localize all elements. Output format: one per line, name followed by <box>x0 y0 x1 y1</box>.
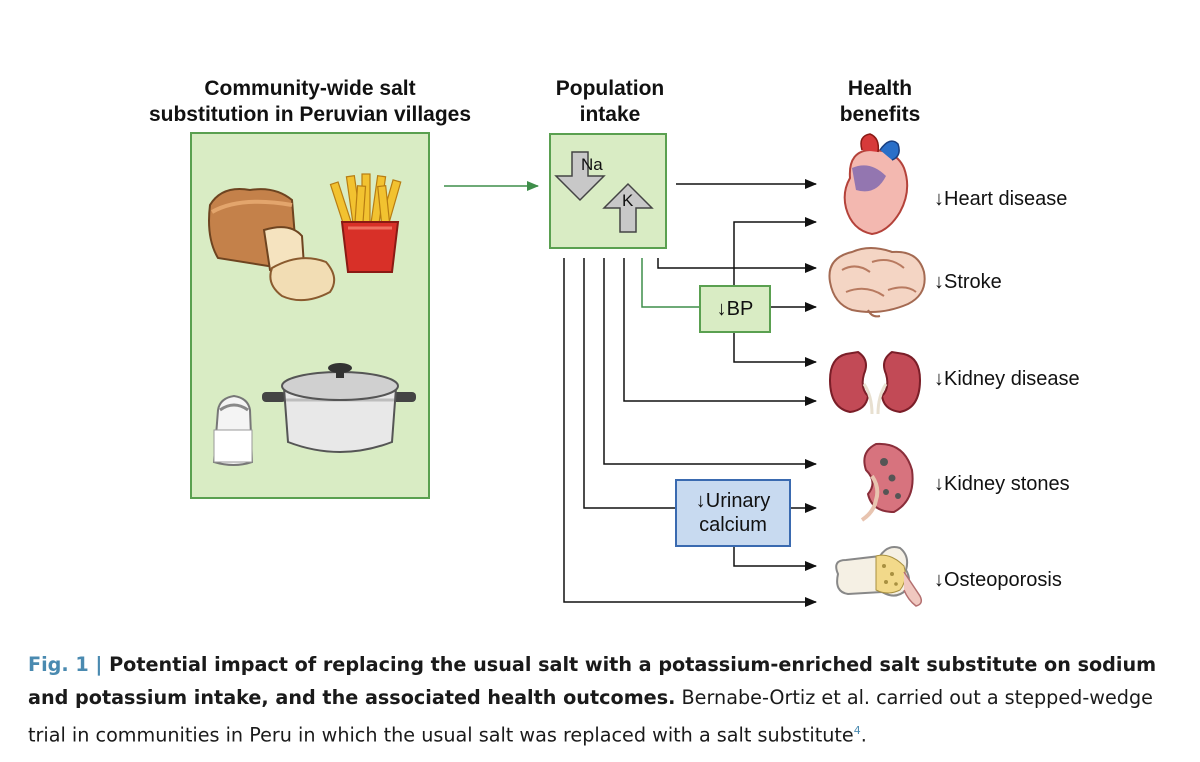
fries-icon <box>329 173 402 273</box>
outcome-heart-disease: ↓Heart disease <box>934 188 1068 210</box>
figure-caption: Fig. 1 | Potential impact of replacing t… <box>28 653 1157 747</box>
brain-icon <box>828 247 926 318</box>
caption-body: Bernabe-Ortiz et al. carried out a stepp… <box>28 686 1153 747</box>
urinary-calcium-box <box>675 479 791 547</box>
salt-shaker-icon <box>212 394 254 466</box>
bread-icon <box>208 188 336 302</box>
heart-icon <box>843 133 909 236</box>
cooking-pot-icon <box>262 363 416 453</box>
caption-reference[interactable]: 4 <box>853 724 861 737</box>
header-intervention: Community-wide salt substitution in Peru… <box>148 77 472 126</box>
outcome-kidney-disease: ↓Kidney disease <box>934 368 1080 390</box>
outcome-stroke: ↓Stroke <box>934 271 1002 293</box>
sodium-label: Na <box>581 155 603 174</box>
header-health-benefits: Health benefits <box>839 77 921 126</box>
connectors <box>563 179 817 607</box>
bp-box <box>699 285 771 333</box>
potassium-up-arrow-icon <box>602 182 654 233</box>
header-population-intake: Population intake <box>555 77 665 126</box>
bp-connector <box>641 258 700 308</box>
caption-fig-number: Fig. 1 | <box>28 653 110 676</box>
diagram: Na K <box>190 132 926 607</box>
outcome-osteoporosis: ↓Osteoporosis <box>934 569 1062 591</box>
kidney-stone-icon <box>860 442 914 522</box>
urinary-calcium-label: ↓Urinary calcium <box>695 490 771 536</box>
kidneys-icon <box>828 350 922 415</box>
outcome-kidney-stones: ↓Kidney stones <box>934 473 1070 495</box>
bp-label: ↓BP <box>716 298 754 320</box>
bone-icon <box>835 546 923 607</box>
intake-box: Na K <box>549 133 667 249</box>
caption-title: Potential impact of replacing the usual … <box>28 653 1157 709</box>
sodium-down-arrow-icon <box>554 151 606 202</box>
potassium-label: K <box>622 191 634 210</box>
